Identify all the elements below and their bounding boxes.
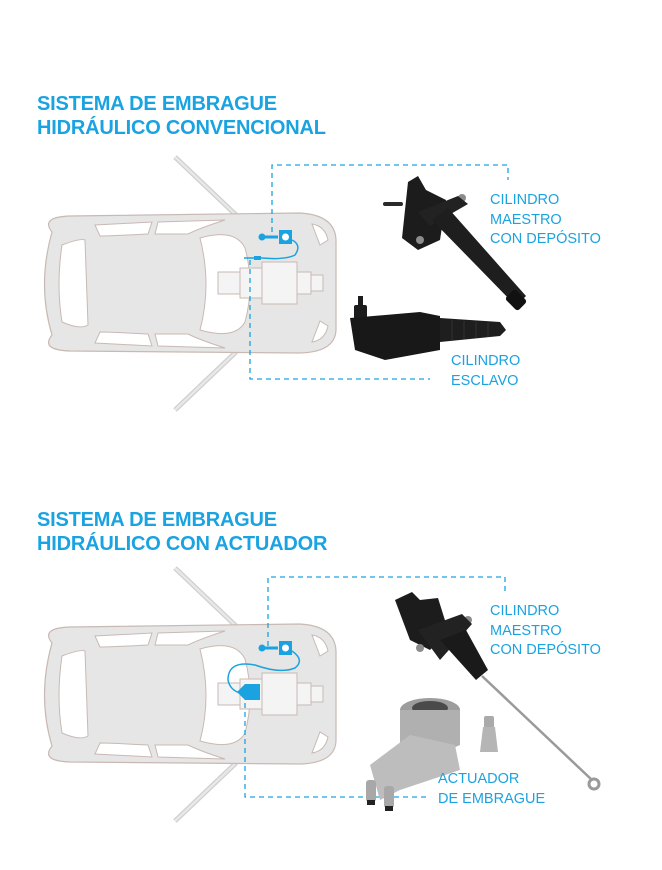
label-line: CILINDRO: [490, 192, 560, 208]
car-top-view-icon: [45, 568, 337, 821]
title-line-1: SISTEMA DE EMBRAGUE: [37, 93, 277, 115]
master-cylinder-label: CILINDRO MAESTRO CON DEPÓSITO: [490, 191, 601, 250]
slave-cylinder-label: CILINDRO ESCLAVO: [451, 352, 520, 391]
label-line: CILINDRO: [451, 353, 521, 369]
title-line-2: HIDRÁULICO CON ACTUADOR: [37, 533, 328, 555]
label-line: ESCLAVO: [451, 372, 519, 389]
clutch-actuator-icon: [227, 650, 301, 700]
label-line: CILINDRO: [490, 603, 560, 619]
section-conventional-title: SISTEMA DE EMBRAGUE HIDRÁULICO CONVENCIO…: [37, 92, 326, 140]
label-line: CON DEPÓSITO: [490, 642, 601, 658]
clutch-actuator-label: ACTUADOR DE EMBRAGUE: [438, 770, 545, 809]
master-cylinder-icon: [258, 641, 292, 655]
slave-cylinder-icon: [244, 256, 262, 260]
car-top-view-icon: [45, 157, 337, 410]
master-cylinder-label: CILINDRO MAESTRO CON DEPÓSITO: [490, 602, 601, 661]
label-line: ACTUADOR: [438, 771, 520, 787]
section-actuator-title: SISTEMA DE EMBRAGUE HIDRÁULICO CON ACTUA…: [37, 508, 327, 556]
clutch-actuator-photo: [366, 698, 498, 811]
master-cylinder-photo: [383, 176, 527, 311]
label-line: DE EMBRAGUE: [438, 790, 546, 807]
label-line: MAESTRO: [490, 622, 562, 639]
master-cylinder-photo: [395, 592, 601, 791]
label-line: CON DEPÓSITO: [490, 231, 601, 247]
slave-cylinder-photo: [350, 296, 506, 360]
dashed-connector: [249, 164, 509, 380]
title-line-2: HIDRÁULICO CONVENCIONAL: [37, 117, 326, 139]
master-cylinder-icon: [258, 230, 299, 260]
title-line-1: SISTEMA DE EMBRAGUE: [37, 509, 277, 531]
label-line: MAESTRO: [490, 211, 562, 228]
